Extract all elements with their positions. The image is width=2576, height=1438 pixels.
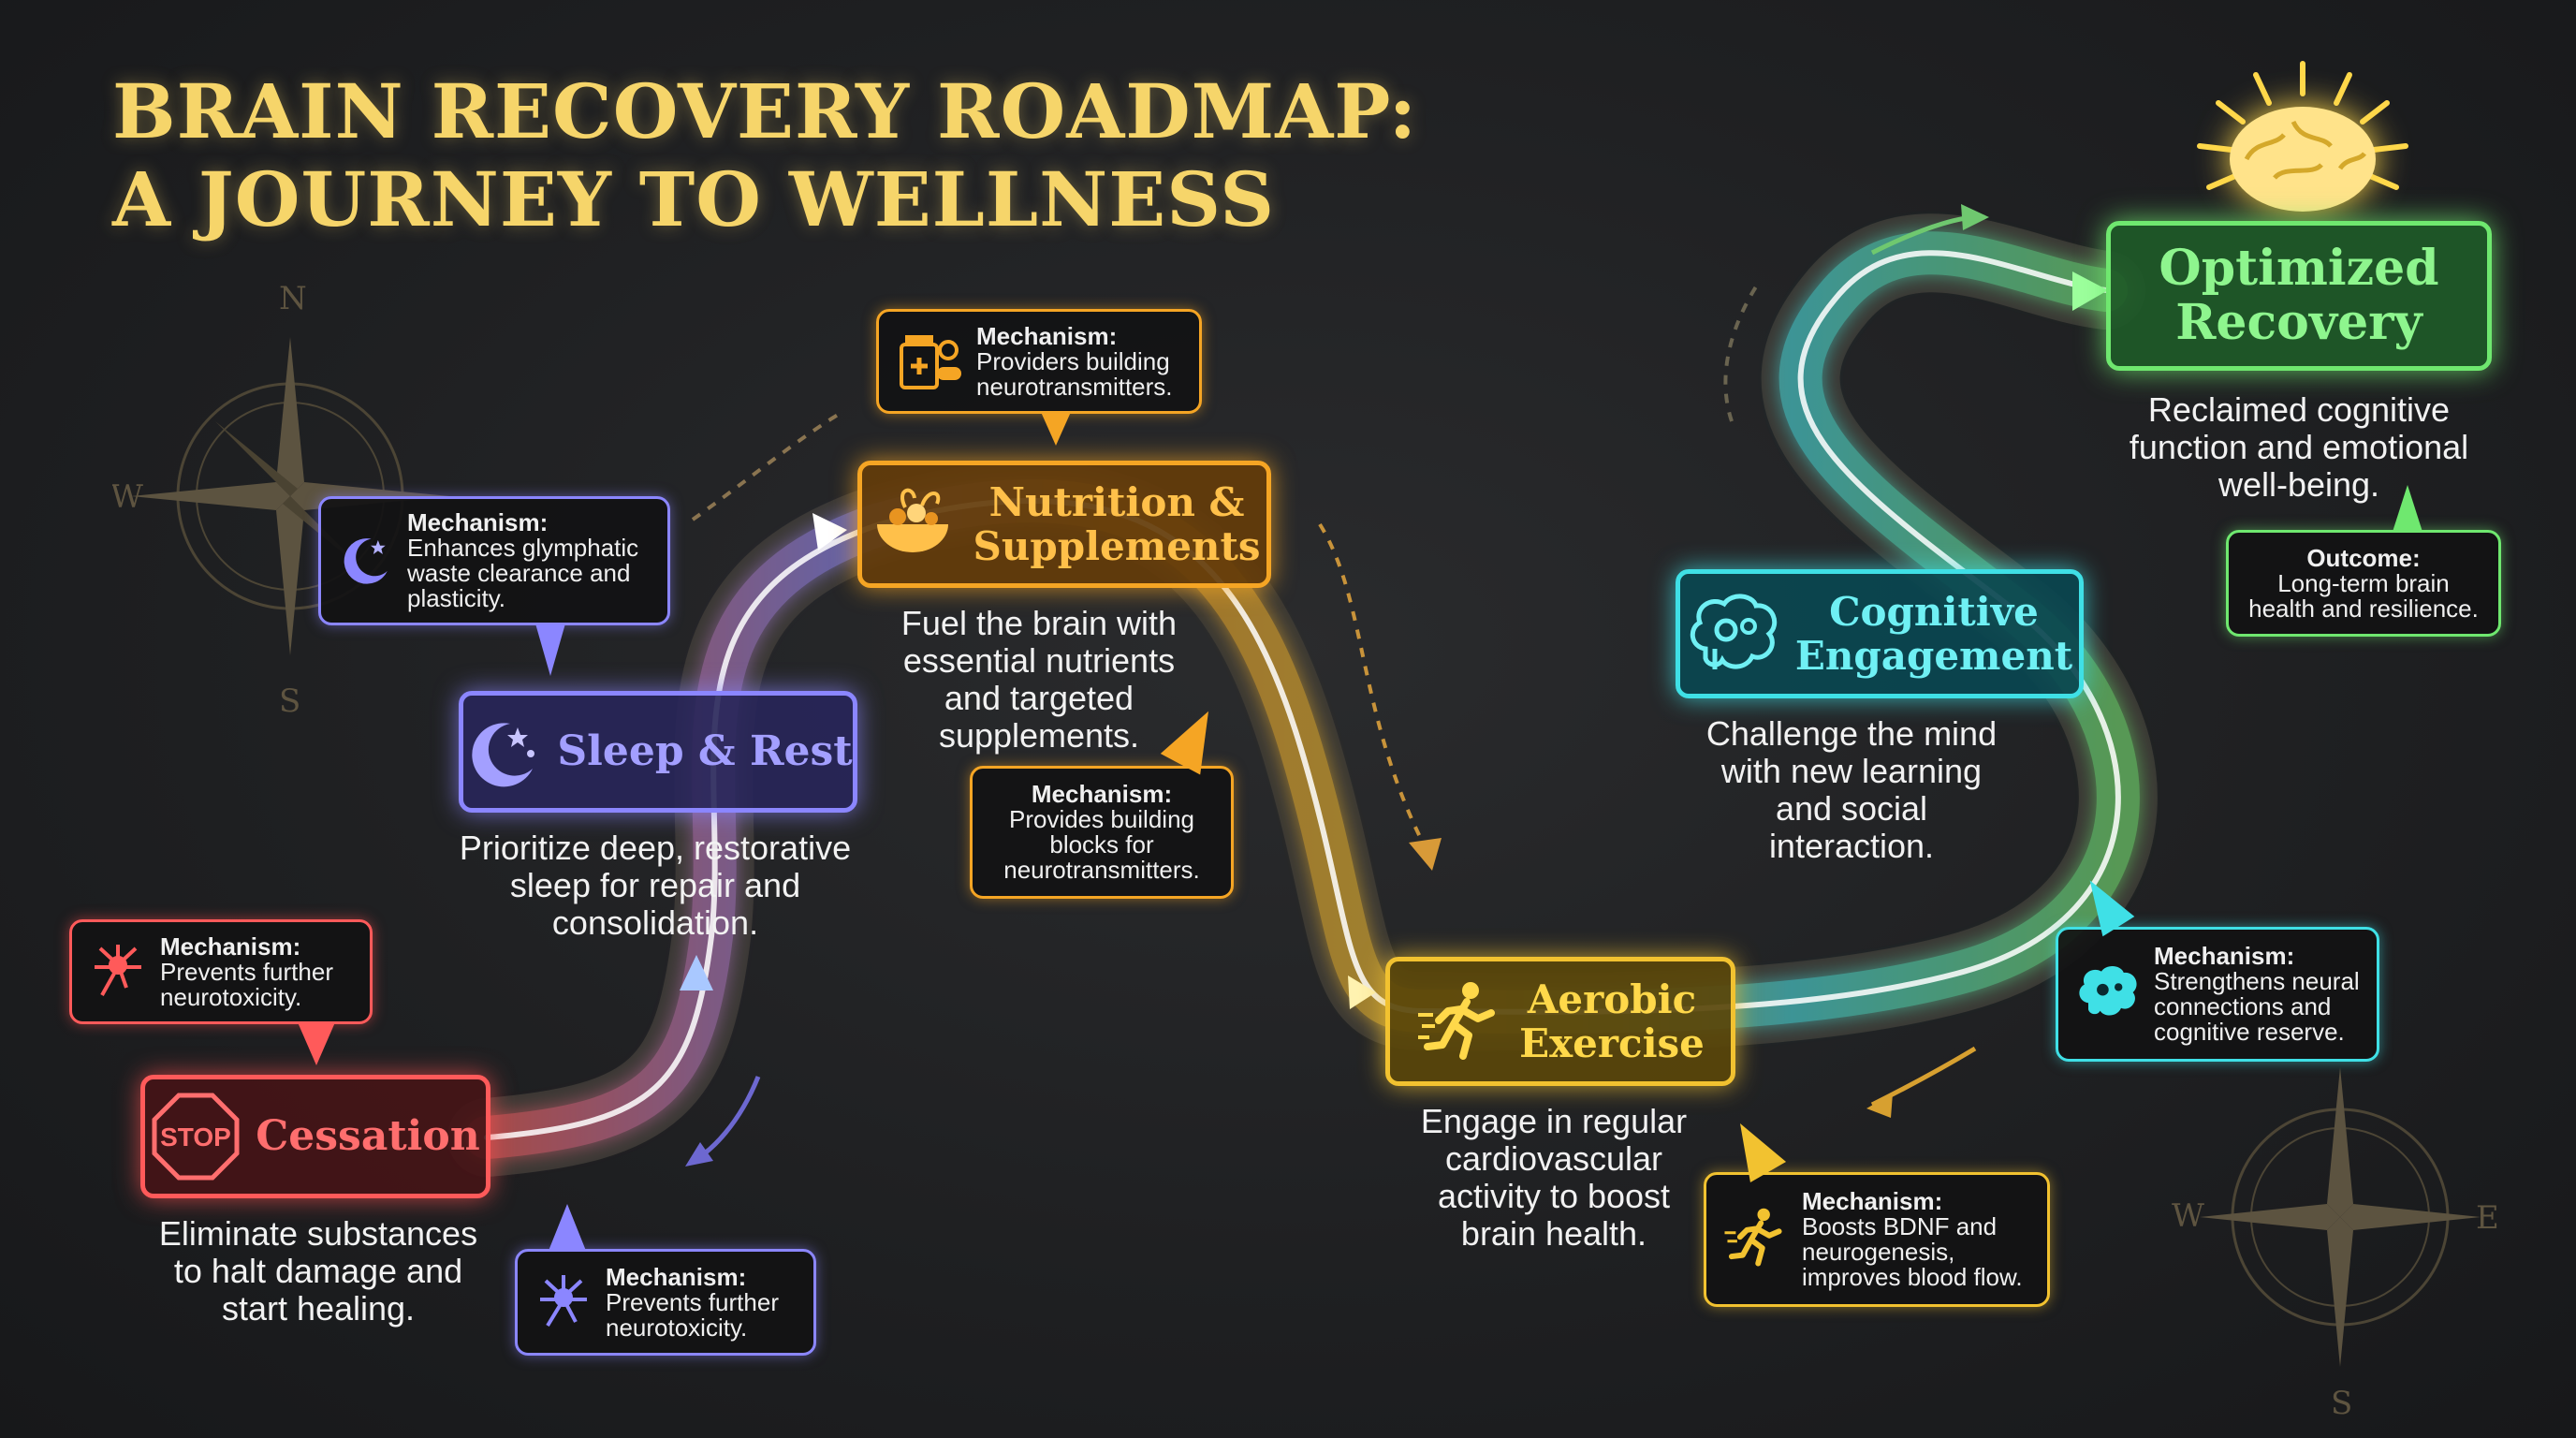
- moon-stars-icon: [338, 531, 394, 592]
- dashed-arrow-3: [1723, 279, 1762, 422]
- dashed-arrow-2: [691, 410, 844, 521]
- callout-optimized-heading: Outcome:: [2306, 543, 2421, 572]
- callout-cognitive-text: Strengthens neural connections and cogni…: [2154, 967, 2360, 1046]
- callout-nutrition-top-tail: [1041, 412, 1071, 446]
- callout-nutrition-bottom-heading: Mechanism:: [1031, 780, 1173, 808]
- compass-w: W: [112, 478, 143, 516]
- running-person-icon: [1723, 1205, 1789, 1275]
- dashed-arrowhead-1: [1409, 838, 1442, 871]
- callout-optimized-text: Long-term brain health and resilience.: [2248, 568, 2479, 623]
- title-line-1: BRAIN RECOVERY ROADMAP:: [112, 67, 1418, 155]
- neuron-icon: [534, 1271, 593, 1334]
- callout-cognitive: Mechanism: Strengthens neural connection…: [2056, 927, 2379, 1062]
- callout-optimized-tail: [2393, 485, 2422, 532]
- small-arrow-5: [1870, 1046, 1977, 1108]
- callout-aerobic-text: Boosts BDNF and neurogenesis, improves b…: [1802, 1212, 2023, 1291]
- stop-sign-icon: STOP: [151, 1092, 241, 1181]
- stage-sleep-label: Sleep & Rest: [557, 727, 853, 776]
- supplement-bottle-icon: [896, 326, 963, 398]
- callout-cessation-top-text: Prevents further neurotoxicity.: [160, 957, 333, 1011]
- stage-cognitive-label-1: Cognitive: [1829, 588, 2039, 635]
- callout-cognitive-heading: Mechanism:: [2154, 942, 2295, 970]
- stage-optimized-description: Reclaimed cognitive function and emotion…: [2129, 390, 2469, 504]
- callout-sleep-text: Enhances glymphatic waste clearance and …: [407, 534, 639, 612]
- neuron-icon: [89, 941, 147, 1004]
- stage-sleep-description: Prioritize deep, restorative sleep for r…: [459, 829, 852, 942]
- stage-optimized-label-1: Optimized: [2159, 239, 2439, 297]
- stage-nutrition-label-2: Supplements: [973, 523, 1261, 569]
- stage-cognitive-label-2: Engagement: [1794, 633, 2073, 679]
- callout-nutrition-top-text: Providers building neurotransmitters.: [976, 346, 1173, 401]
- compass-e-right: E: [2476, 1199, 2499, 1237]
- stage-cessation-description: Eliminate substances to halt damage and …: [158, 1214, 478, 1328]
- callout-cessation-top-heading: Mechanism:: [160, 932, 301, 961]
- glowing-brain-icon: [2197, 61, 2408, 212]
- running-person-icon: [1416, 977, 1504, 1065]
- callout-nutrition-bottom-text: Provides building blocks for neurotransm…: [1003, 805, 1200, 884]
- stage-cognitive: Cognitive Engagement: [1676, 569, 2084, 698]
- stage-cessation: STOP Cessation: [140, 1075, 490, 1198]
- stage-cessation-label: Cessation: [256, 1112, 480, 1161]
- small-arrowhead-5: [1866, 1093, 1893, 1118]
- arrow-to-optimized: [2072, 271, 2108, 311]
- stage-nutrition: Nutrition & Supplements: [857, 461, 1271, 588]
- callout-cessation-top: Mechanism: Prevents further neurotoxicit…: [69, 919, 373, 1024]
- compass-s-right: S: [2331, 1385, 2352, 1422]
- stage-aerobic-label-1: Aerobic: [1527, 976, 1697, 1022]
- callout-nutrition-top: Mechanism: Providers building neurotrans…: [876, 309, 1202, 414]
- title-line-2: A JOURNEY TO WELLNESS: [112, 155, 1276, 243]
- small-arrowhead-6: [685, 1142, 713, 1167]
- arrow-to-aerobic: [1348, 976, 1376, 1009]
- callout-optimized: Outcome: Long-term brain health and resi…: [2226, 530, 2501, 637]
- arrow-up-sleep: [680, 955, 713, 990]
- arrow-to-nutrition: [812, 513, 847, 550]
- compass-rose-right: W E S: [2172, 1067, 2499, 1422]
- callout-cessation-bottom-tail: [549, 1204, 586, 1251]
- brain-gears-icon: [2075, 963, 2141, 1026]
- callout-nutrition-top-heading: Mechanism:: [976, 321, 1118, 350]
- callout-aerobic: Mechanism: Boosts BDNF and neurogenesis,…: [1704, 1172, 2050, 1307]
- compass-s: S: [279, 682, 300, 720]
- brain-gears-icon: [1687, 593, 1780, 675]
- salad-bowl-icon: [868, 479, 958, 569]
- callout-sleep: Mechanism: Enhances glymphatic waste cle…: [318, 496, 670, 625]
- callout-sleep-heading: Mechanism:: [407, 508, 549, 536]
- callout-cessation-bottom-text: Prevents further neurotoxicity.: [606, 1287, 779, 1342]
- stage-cognitive-description: Challenge the mind with new learning and…: [1705, 714, 1998, 865]
- stage-aerobic-label-2: Exercise: [1519, 1020, 1705, 1066]
- stage-nutrition-description: Fuel the brain with essential nutrients …: [900, 604, 1178, 755]
- stage-nutrition-label-1: Nutrition &: [988, 478, 1245, 525]
- callout-aerobic-heading: Mechanism:: [1802, 1187, 1943, 1215]
- callout-nutrition-bottom: Mechanism: Provides building blocks for …: [970, 766, 1234, 899]
- callout-cessation-bottom: Mechanism: Prevents further neurotoxicit…: [515, 1249, 816, 1356]
- callout-sleep-tail: [535, 624, 565, 676]
- small-arrowhead-4: [1961, 204, 1989, 230]
- page-title: BRAIN RECOVERY ROADMAP: A JOURNEY TO WEL…: [112, 67, 1417, 243]
- stage-sleep: Sleep & Rest: [459, 691, 857, 813]
- stage-aerobic: Aerobic Exercise: [1385, 957, 1735, 1086]
- stage-optimized: Optimized Recovery: [2106, 221, 2492, 371]
- callout-cessation-bottom-heading: Mechanism:: [606, 1262, 747, 1291]
- moon-stars-icon: [463, 712, 542, 791]
- stop-sign-text: STOP: [160, 1123, 231, 1152]
- callout-cessation-top-tail: [298, 1022, 335, 1065]
- stage-aerobic-description: Engage in regular cardiovascular activit…: [1420, 1102, 1688, 1253]
- compass-n: N: [279, 281, 307, 317]
- stage-optimized-label-2: Recovery: [2175, 294, 2422, 351]
- compass-w-right: W: [2172, 1197, 2204, 1235]
